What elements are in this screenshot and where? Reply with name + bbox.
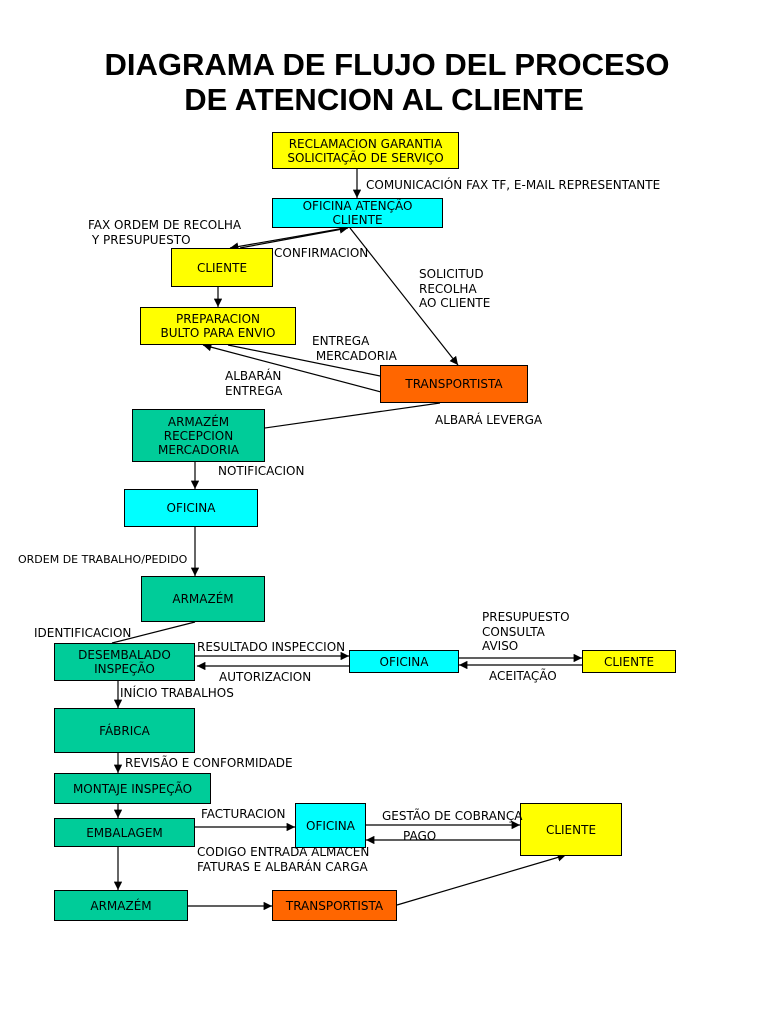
label-gestao-cobranca: GESTÃO DE COBRANÇA — [382, 809, 523, 823]
label-facturacion: FACTURACION — [201, 807, 286, 821]
arrow-preparacion-to-transportista — [227, 344, 391, 381]
label-inicio-trabalhos: INÍCIO TRABALHOS — [120, 686, 234, 700]
node-armazem-2: ARMAZÉM — [54, 890, 188, 921]
label-albara-leverga: ALBARÁ LEVERGA — [435, 413, 543, 427]
label-presupuesto-consulta: PRESUPUESTO CONSULTA AVISO — [482, 610, 570, 653]
label-revisao-conformidade: REVISÃO E CONFORMIDADE — [125, 756, 293, 770]
node-embalagem: EMBALAGEM — [54, 818, 195, 847]
label-fax-ordem-recolha: FAX ORDEM DE RECOLHA Y PRESUPUESTO — [88, 218, 242, 247]
label-pago: PAGO — [403, 829, 437, 843]
arrow-cliente-to-oficina — [239, 225, 349, 249]
arrow-transportista-to-armazem — [250, 402, 441, 433]
node-armazem-recepcion: ARMAZÉM RECEPCION MERCADORIA — [132, 409, 265, 462]
label-codigo-entrada: CODIGO ENTRADA ALMACEN FATURAS E ALBARÁN… — [197, 845, 370, 874]
node-preparacion-bulto: PREPARACION BULTO PARA ENVIO — [140, 307, 296, 345]
node-oficina-1: OFICINA — [124, 489, 258, 527]
label-resultado-inspeccion: RESULTADO INSPECCION — [197, 640, 346, 654]
label-aceitacao: ACEITAÇÃO — [489, 669, 557, 683]
arrow-transportista-to-cliente — [396, 853, 567, 906]
label-identificacion: IDENTIFICACION — [34, 626, 132, 640]
arrow-transportista-to-preparacion — [202, 343, 386, 394]
node-oficina-atencao-cliente: OFICINA ATENÇÃO CLIENTE — [272, 198, 443, 228]
node-desembalado-inspecao: DESEMBALADO INSPEÇÃO — [54, 643, 195, 681]
node-oficina-2: OFICINA — [349, 650, 459, 673]
node-reclamacion-garantia: RECLAMACION GARANTIA SOLICITAÇÃO DE SERV… — [272, 132, 459, 169]
node-cliente-1: CLIENTE — [171, 248, 273, 287]
node-montaje-inspecao: MONTAJE INSPEÇÃO — [54, 773, 211, 804]
label-confirmacion: CONFIRMACION — [274, 246, 369, 260]
node-cliente-3: CLIENTE — [520, 803, 622, 856]
label-notificacion: NOTIFICACION — [218, 464, 305, 478]
label-solicitud-recolha: SOLICITUD RECOLHA AO CLIENTE — [419, 267, 491, 310]
node-transportista-2: TRANSPORTISTA — [272, 890, 397, 921]
label-comunicacion: COMUNICACIÓN FAX TF, E-MAIL REPRESENTANT… — [366, 178, 661, 192]
node-armazem-1: ARMAZÉM — [141, 576, 265, 622]
diagram-title-line-2: DE ATENCION AL CLIENTE — [184, 82, 584, 117]
arrow-oficina-to-transportista — [349, 227, 459, 366]
label-ordem-trabalho: ORDEM DE TRABALHO/PEDIDO — [18, 553, 188, 566]
node-fabrica: FÁBRICA — [54, 708, 195, 753]
arrow-armazem-to-desembalado — [111, 621, 196, 644]
node-oficina-3: OFICINA — [295, 803, 366, 848]
diagram-title-line-1: DIAGRAMA DE FLUJO DEL PROCESO — [104, 47, 670, 82]
node-cliente-2: CLIENTE — [582, 650, 676, 673]
label-entrega-mercadoria: ENTREGA MERCADORIA — [312, 334, 397, 363]
node-transportista-1: TRANSPORTISTA — [380, 365, 528, 403]
label-autorizacion: AUTORIZACION — [219, 670, 312, 684]
label-albaran-entrega: ALBARÁN ENTREGA — [225, 369, 283, 398]
arrow-oficina-to-cliente — [229, 227, 346, 251]
